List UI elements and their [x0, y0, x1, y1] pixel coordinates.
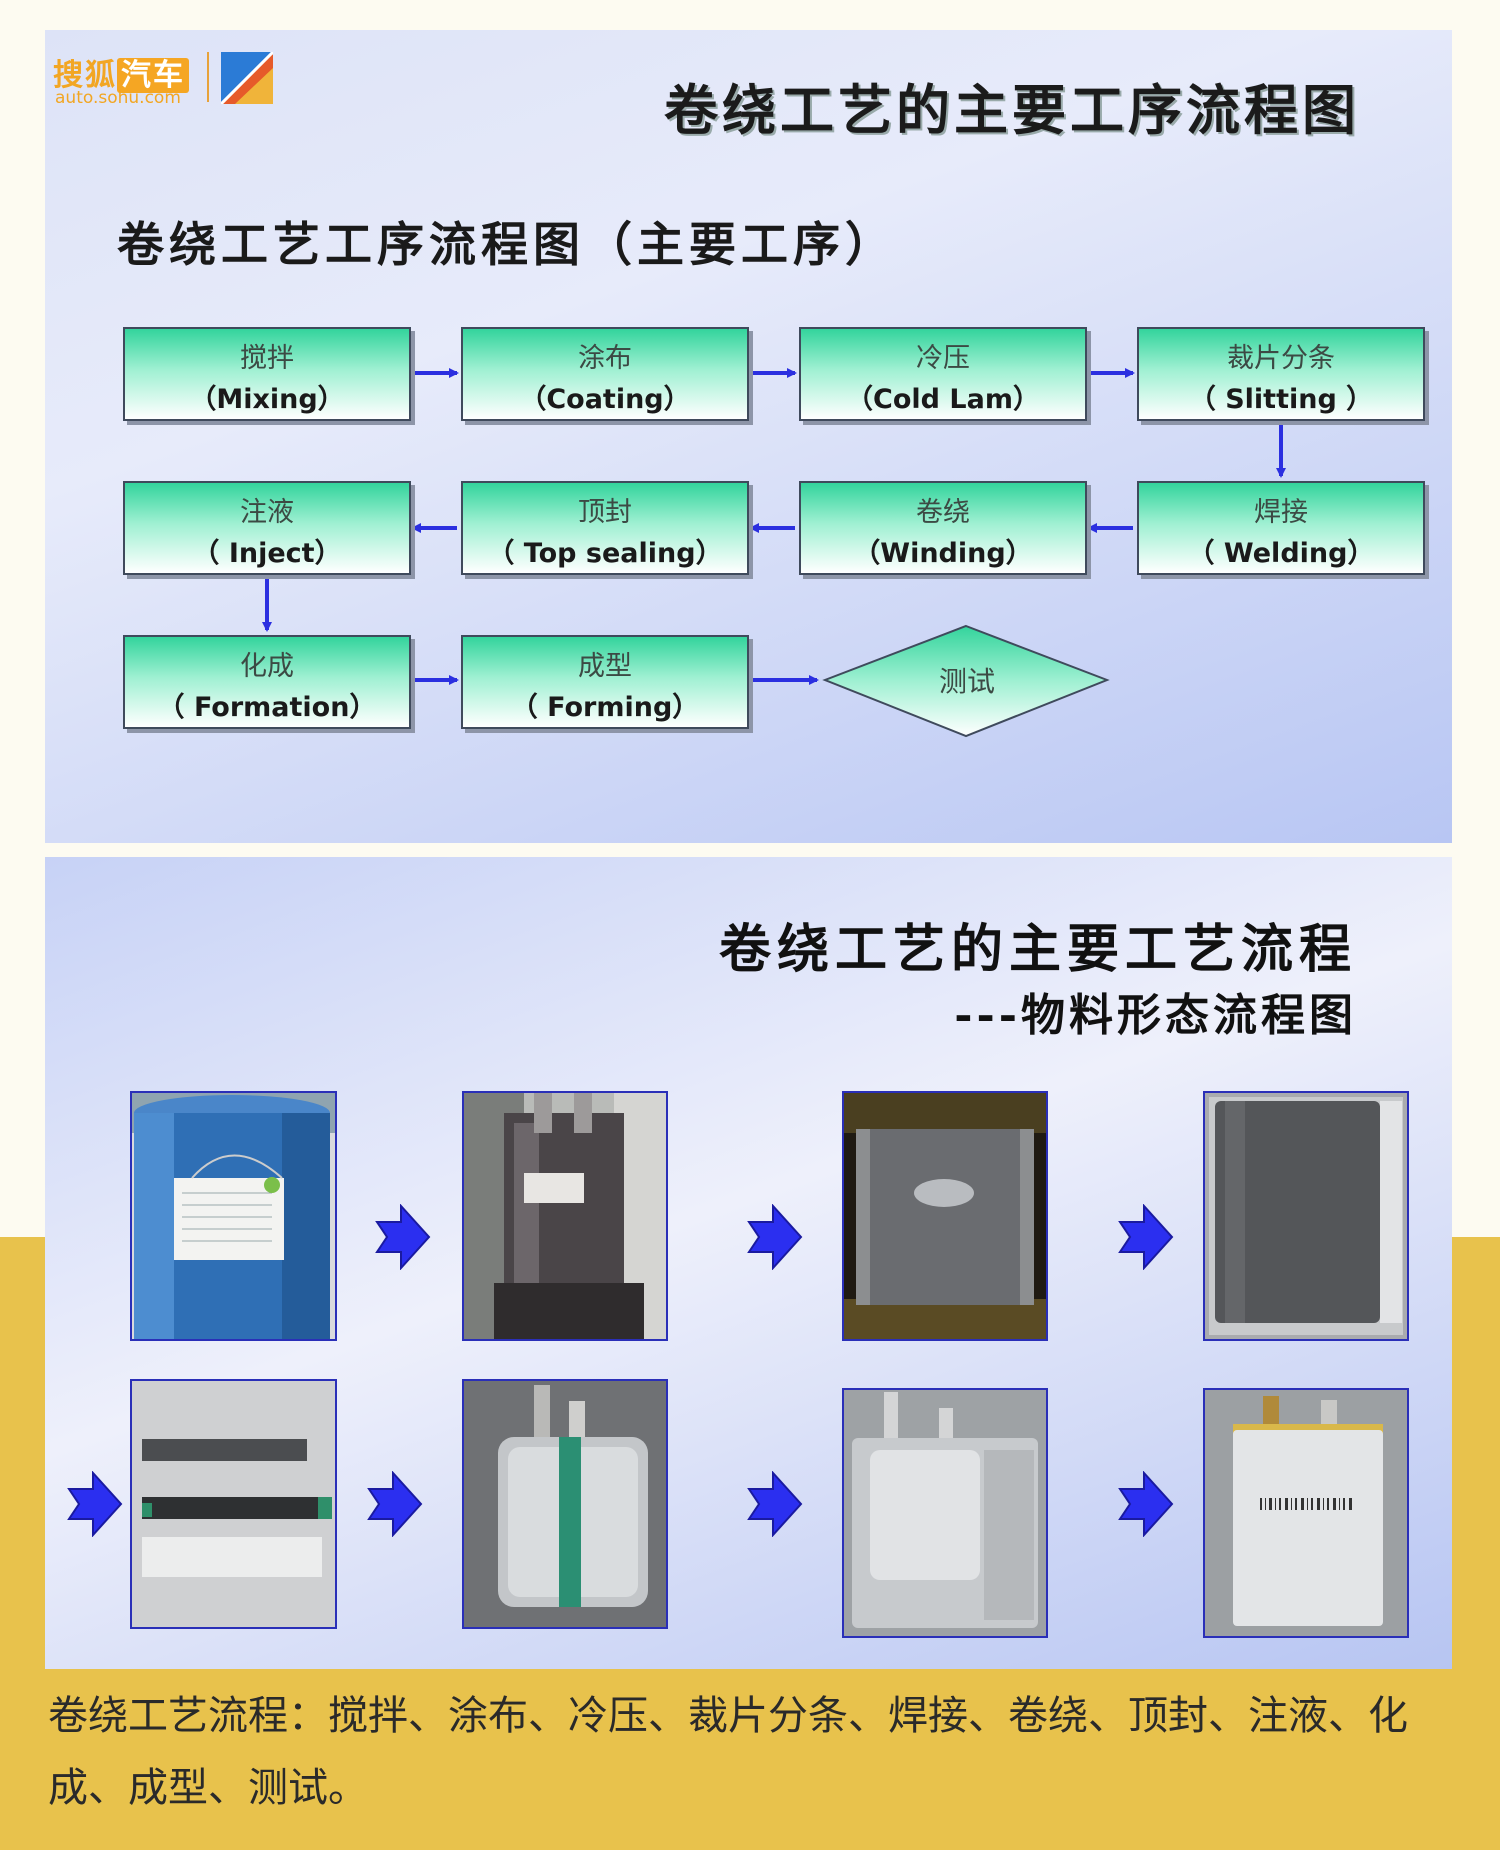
step-inject: 注液 （ Inject）: [123, 481, 411, 575]
arrow-right-icon: [747, 1204, 803, 1270]
step-formation: 化成 （ Formation）: [123, 635, 411, 729]
process-caption: 卷绕工艺流程：搅拌、涂布、冷压、裁片分条、焊接、卷绕、顶封、注液、化成、成型、测…: [48, 1693, 1408, 1811]
arrow-right-icon: [67, 1471, 123, 1537]
logo-url: auto.sohu.com: [55, 88, 181, 108]
logo-mark-icon: [221, 52, 273, 104]
flow-connectors: [262, 368, 1286, 685]
step-winding: 卷绕 （Winding）: [799, 481, 1087, 575]
arrow-right-icon: [367, 1471, 423, 1537]
step-forming: 成型 （ Forming）: [461, 635, 749, 729]
step-mixing: 搅拌 （Mixing）: [123, 327, 411, 421]
process-flow-slide: 搜狐汽车 auto.sohu.com 卷绕工艺的主要工序流程图 卷绕工艺工序流程…: [45, 30, 1452, 843]
step-forming-zh: 成型: [578, 651, 632, 682]
step-cold-lam-en: （Cold Lam）: [846, 384, 1040, 415]
arrow-right-icon: [375, 1204, 431, 1270]
step-winding-zh: 卷绕: [916, 497, 970, 528]
slide2-subtitle: ---物料形态流程图: [954, 990, 1357, 1041]
step-formation-en: （ Formation）: [157, 692, 377, 723]
step-top-sealing-zh: 顶封: [578, 497, 632, 528]
logo-car-tag: 汽车: [117, 58, 189, 93]
photo-top-sealed-cell: [842, 1388, 1048, 1638]
slide1-subtitle: 卷绕工艺工序流程图（主要工序）: [117, 218, 897, 273]
step-welding: 焊接 （ Welding）: [1137, 481, 1425, 575]
step-slitting-zh: 裁片分条: [1227, 343, 1335, 374]
step-cold-lam-zh: 冷压: [916, 343, 970, 374]
step-inject-zh: 注液: [240, 497, 294, 528]
arrow-right-icon: [747, 1471, 803, 1537]
logo-text: 搜狐汽车: [53, 50, 189, 94]
arrow-right-icon: [1118, 1204, 1174, 1270]
logo-brand: 搜狐: [53, 58, 117, 93]
step-cold-lam: 冷压 （Cold Lam）: [799, 327, 1087, 421]
photo-slurry-bucket: [130, 1091, 337, 1341]
step-mixing-zh: 搅拌: [240, 343, 294, 374]
photo-finished-cell: [1203, 1388, 1409, 1638]
test-label: 测试: [938, 665, 995, 698]
slide2-title: 卷绕工艺的主要工艺流程: [718, 919, 1357, 980]
step-inject-en: （ Inject）: [192, 538, 342, 569]
step-welding-zh: 焊接: [1254, 497, 1308, 528]
sohu-auto-logo: 搜狐汽车 auto.sohu.com: [49, 42, 309, 108]
step-forming-en: （ Forming）: [510, 692, 700, 723]
photo-pressed-roll: [842, 1091, 1048, 1341]
step-slitting-en: （ Slitting ）: [1188, 384, 1374, 415]
photo-coating-machine: [462, 1091, 668, 1341]
step-coating: 涂布 （Coating）: [461, 327, 749, 421]
photo-slit-electrode: [1203, 1091, 1409, 1341]
photo-welded-strips: [130, 1379, 337, 1629]
material-flow-slide: 卷绕工艺的主要工艺流程 ---物料形态流程图: [45, 857, 1452, 1669]
step-top-sealing-en: （ Top sealing）: [487, 538, 723, 569]
step-top-sealing: 顶封 （ Top sealing）: [461, 481, 749, 575]
step-coating-en: （Coating）: [519, 384, 691, 415]
arrow-right-icon: [1118, 1471, 1174, 1537]
step-formation-zh: 化成: [240, 651, 294, 682]
step-slitting: 裁片分条 （ Slitting ）: [1137, 327, 1425, 421]
step-mixing-en: （Mixing）: [189, 384, 345, 415]
test-decision-diamond: [822, 624, 1110, 738]
step-welding-en: （ Welding）: [1187, 538, 1375, 569]
photo-wound-cell: [462, 1379, 668, 1629]
step-coating-zh: 涂布: [578, 343, 632, 374]
slide1-title: 卷绕工艺的主要工序流程图: [664, 78, 1360, 142]
logo-divider: [207, 52, 209, 102]
step-winding-en: （Winding）: [853, 538, 1033, 569]
